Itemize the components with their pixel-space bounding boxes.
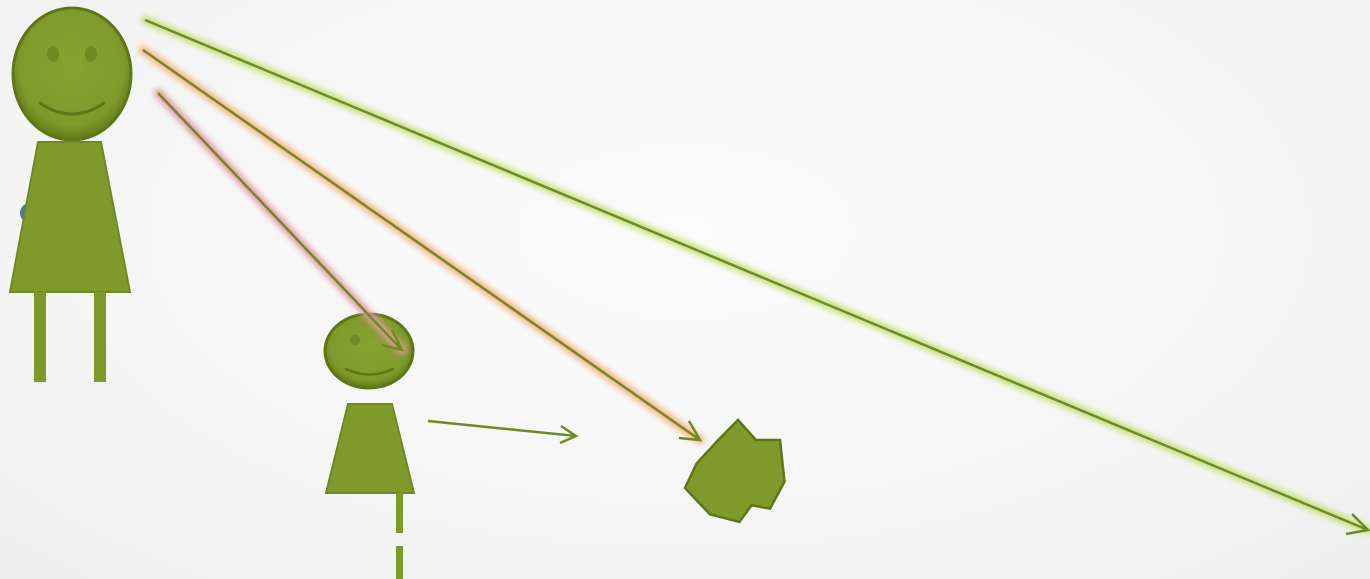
large-figure-right-eye [85, 46, 97, 62]
large-figure [10, 8, 131, 382]
small-figure-leg-lower [396, 546, 403, 579]
arrow-small-to-star [428, 421, 576, 443]
arrow-to-small-figure [158, 93, 402, 350]
large-figure-head [13, 8, 131, 140]
large-figure-left-eye [47, 46, 59, 62]
small-figure-body [326, 404, 414, 493]
large-figure-body [10, 142, 130, 292]
small-figure-eye [350, 335, 360, 345]
large-figure-left-leg [34, 292, 46, 382]
small-figure-leg-upper [396, 493, 403, 533]
arrow-to-star [143, 50, 700, 440]
large-figure-right-leg [94, 292, 106, 382]
